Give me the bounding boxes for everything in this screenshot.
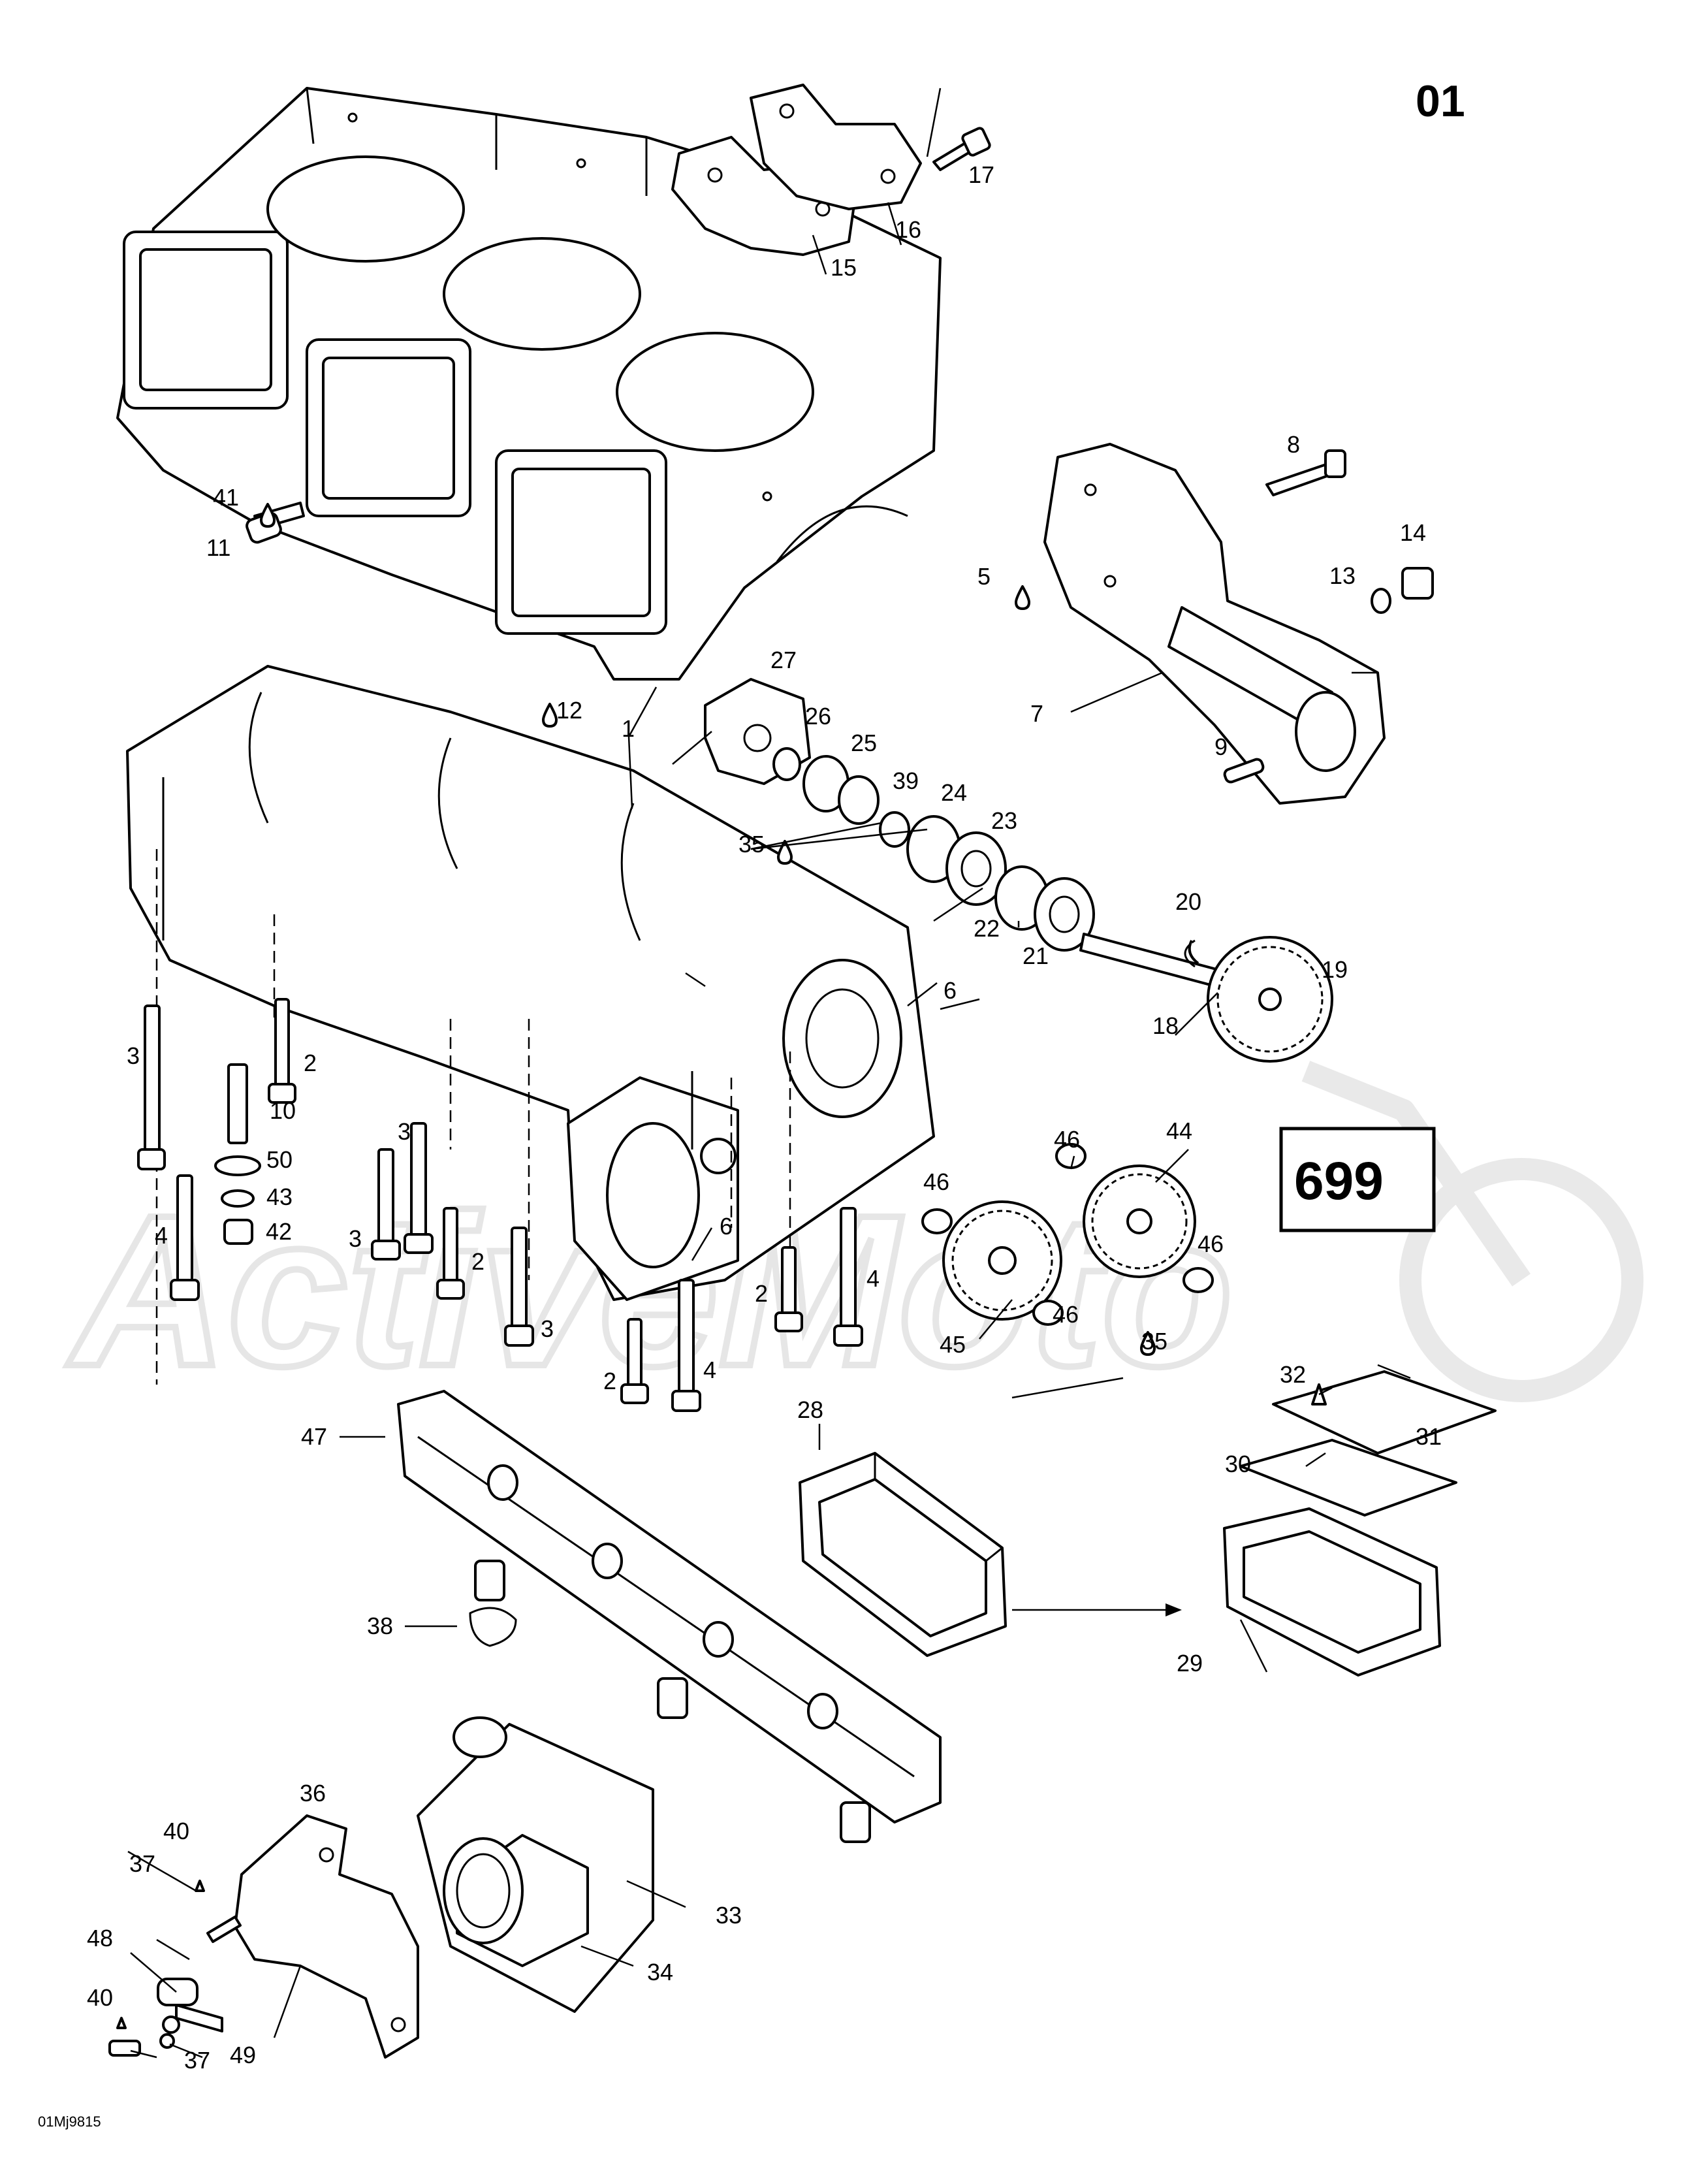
- callout-24: 24: [941, 779, 967, 806]
- callout-10: 10: [270, 1097, 296, 1124]
- callout-15: 15: [831, 254, 857, 281]
- callout-labels: 1 2 2 2 2 3 3 3 3 4 4 4 5 6 6 7 8 9 10 1…: [87, 161, 1442, 2074]
- callout-37: 37: [184, 2047, 210, 2074]
- bracket-assembly: [108, 1814, 419, 2059]
- callout-20: 20: [1175, 888, 1201, 915]
- callout-3: 3: [349, 1225, 362, 1252]
- callout-3: 3: [127, 1042, 140, 1069]
- sealant-drops: [260, 503, 1156, 1356]
- callout-46: 46: [1053, 1301, 1079, 1328]
- callout-12: 12: [556, 697, 582, 724]
- image-code: 01Mj9815: [38, 2113, 101, 2130]
- fasteners: [137, 502, 863, 1412]
- callout-17: 17: [968, 161, 994, 188]
- callout-33: 33: [716, 1902, 742, 1929]
- reed-valve-exploded: [1223, 1370, 1497, 1677]
- callout-21: 21: [1023, 942, 1049, 969]
- callout-28: 28: [797, 1396, 823, 1423]
- callout-4: 4: [866, 1265, 880, 1292]
- callout-2: 2: [755, 1280, 768, 1307]
- callout-39: 39: [893, 767, 919, 794]
- callout-6: 6: [720, 1213, 733, 1240]
- reference-box: 699: [1279, 1127, 1436, 1232]
- callout-2: 2: [603, 1368, 616, 1394]
- callout-46: 46: [1198, 1230, 1224, 1257]
- callout-44: 44: [1166, 1117, 1192, 1144]
- callout-7: 7: [1030, 700, 1043, 727]
- rotary-valve-cover: [1043, 443, 1434, 805]
- callout-47: 47: [301, 1423, 327, 1450]
- callout-23: 23: [991, 807, 1017, 834]
- intake-manifold: [397, 1390, 942, 1843]
- callout-46: 46: [923, 1168, 949, 1195]
- callout-19: 19: [1322, 956, 1348, 983]
- callout-26: 26: [805, 703, 831, 730]
- pump-shaft: [1079, 933, 1333, 1063]
- carb-flange: [417, 1716, 654, 2013]
- callout-8: 8: [1287, 431, 1300, 458]
- reference-box-number: 699: [1294, 1151, 1384, 1211]
- watermark-fork: [1301, 1061, 1531, 1287]
- leader-lines: [127, 88, 1411, 2059]
- callout-32: 32: [1280, 1361, 1306, 1388]
- cover-plates: [671, 84, 991, 256]
- callout-45: 45: [940, 1331, 966, 1358]
- small-parts: [469, 940, 1199, 1647]
- callout-22: 22: [974, 915, 1000, 942]
- callout-13: 13: [1329, 562, 1356, 589]
- callout-1: 1: [622, 715, 635, 742]
- callout-35: 35: [1141, 1328, 1167, 1355]
- callout-34: 34: [647, 1959, 673, 1985]
- callout-9: 9: [1214, 733, 1228, 760]
- callout-37: 37: [129, 1850, 155, 1877]
- callout-2: 2: [304, 1050, 317, 1076]
- explode-arrow: [1012, 1603, 1182, 1616]
- callout-50: 50: [266, 1146, 293, 1173]
- callout-41: 41: [213, 484, 239, 511]
- callout-11: 11: [206, 534, 230, 561]
- callout-35: 35: [738, 831, 765, 858]
- gear-set: [921, 1143, 1214, 1326]
- callout-3: 3: [541, 1315, 554, 1342]
- bearing-stack: [704, 678, 1095, 952]
- callout-27: 27: [770, 647, 797, 673]
- callout-5: 5: [977, 563, 991, 590]
- callout-43: 43: [266, 1183, 293, 1210]
- reed-valve-28: [799, 1452, 1007, 1657]
- callout-46: 46: [1054, 1126, 1080, 1153]
- callout-4: 4: [155, 1222, 168, 1249]
- callout-3: 3: [398, 1118, 411, 1145]
- callout-18: 18: [1152, 1012, 1179, 1039]
- callout-30: 30: [1225, 1451, 1251, 1477]
- callout-31: 31: [1416, 1423, 1442, 1450]
- watermark-wheel: [1399, 1158, 1643, 1402]
- callout-48: 48: [87, 1925, 113, 1951]
- callout-40: 40: [87, 1984, 113, 2011]
- callout-25: 25: [851, 730, 877, 756]
- callout-4: 4: [703, 1357, 716, 1383]
- callout-36: 36: [300, 1780, 326, 1807]
- callout-40: 40: [163, 1818, 189, 1844]
- callout-42: 42: [266, 1218, 292, 1245]
- callout-38: 38: [367, 1613, 393, 1639]
- callout-6: 6: [944, 977, 957, 1004]
- callout-29: 29: [1177, 1650, 1203, 1677]
- callout-2: 2: [471, 1248, 484, 1275]
- callout-14: 14: [1400, 519, 1426, 546]
- callout-49: 49: [230, 2042, 256, 2068]
- page-number: 01: [1416, 76, 1465, 126]
- callout-16: 16: [895, 216, 921, 243]
